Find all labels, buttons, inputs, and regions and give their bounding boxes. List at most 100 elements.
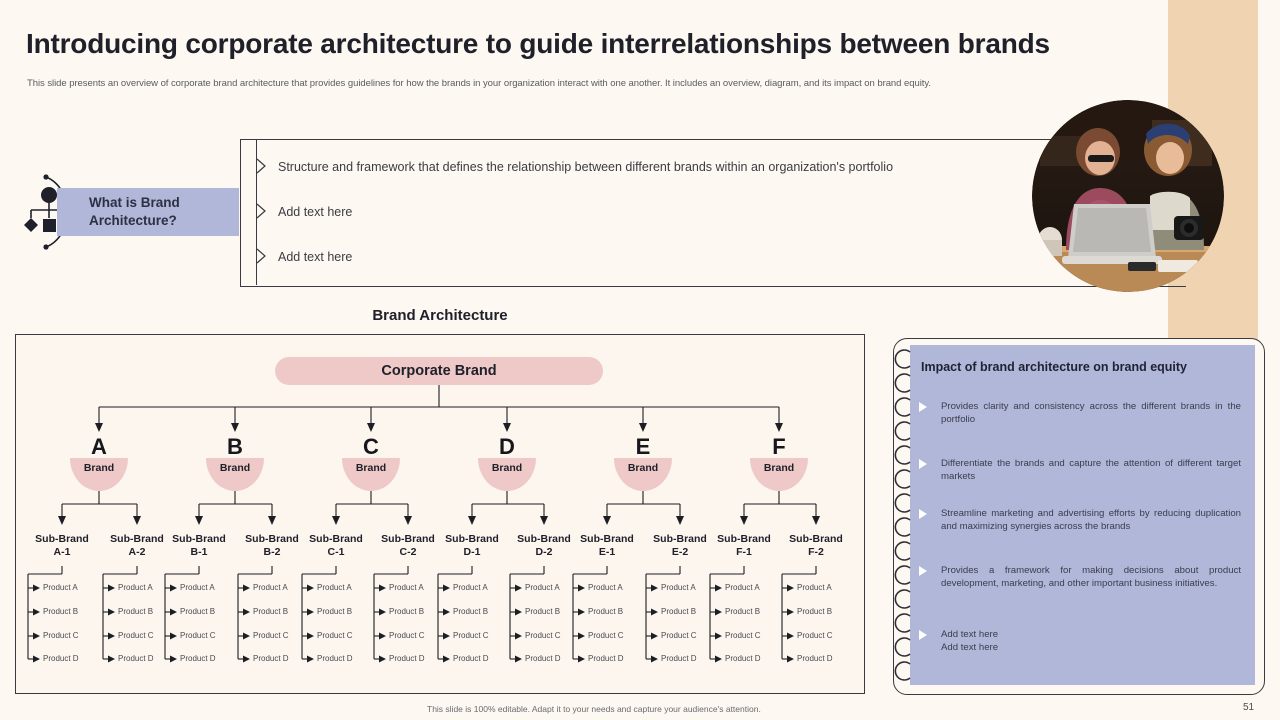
product-item: Product B xyxy=(389,607,425,616)
product-item: Product C xyxy=(118,631,154,640)
what-is-brand-architecture-label: What is Brand Architecture? xyxy=(57,188,239,236)
brand-letter-e: E xyxy=(635,434,651,459)
sub-brand-line-2: B-1 xyxy=(190,546,208,559)
overview-bullet-1: Add text here xyxy=(278,205,353,219)
product-item: Product C xyxy=(389,631,425,640)
page-title: Introducing corporate architecture to gu… xyxy=(26,28,1050,59)
sub-brand-line-2: C-1 xyxy=(327,546,345,559)
product-item: Product C xyxy=(588,631,624,640)
product-item: Product B xyxy=(118,607,154,616)
product-item: Product B xyxy=(797,607,833,616)
product-item: Product D xyxy=(180,654,216,663)
product-item: Product A xyxy=(317,583,352,592)
brand-letter-a: A xyxy=(91,434,107,459)
chevron-right-icon xyxy=(256,203,268,219)
sub-brand-line-2: A-1 xyxy=(53,546,71,559)
product-item: Product A xyxy=(180,583,215,592)
impact-item-1: Differentiate the brands and capture the… xyxy=(941,458,1241,483)
sub-brand-line-2: E-1 xyxy=(598,546,616,559)
sub-brand-line-1: Sub-Brand xyxy=(110,533,164,545)
product-item: Product D xyxy=(588,654,624,663)
brand-caption: Brand xyxy=(219,462,251,474)
brand-caption: Brand xyxy=(83,462,115,474)
page-number: 51 xyxy=(1243,702,1255,713)
product-item: Product A xyxy=(661,583,696,592)
product-item: Product C xyxy=(43,631,79,640)
product-item: Product C xyxy=(180,631,216,640)
product-item: Product C xyxy=(253,631,289,640)
footer-note: This slide is 100% editable. Adapt it to… xyxy=(427,704,761,714)
product-item: Product D xyxy=(253,654,289,663)
triangle-right-icon xyxy=(919,630,927,640)
diagram-heading: Brand Architecture xyxy=(372,307,508,324)
impact-card-body xyxy=(910,345,1255,685)
page-subtitle: This slide presents an overview of corpo… xyxy=(27,78,931,89)
spiral-binding-icon xyxy=(894,349,911,681)
product-item: Product B xyxy=(453,607,489,616)
impact-item-3: Provides a framework for making decision… xyxy=(941,565,1241,590)
product-item: Product B xyxy=(588,607,624,616)
product-item: Product D xyxy=(797,654,833,663)
overview-bullets-box xyxy=(240,139,1186,287)
product-item: Product B xyxy=(725,607,761,616)
product-item: Product B xyxy=(661,607,697,616)
product-item: Product D xyxy=(43,654,79,663)
product-item: Product A xyxy=(43,583,78,592)
product-item: Product C xyxy=(661,631,697,640)
product-item: Product D xyxy=(317,654,353,663)
sub-brand-line-2: F-2 xyxy=(808,546,824,559)
product-item: Product B xyxy=(253,607,289,616)
brand-caption: Brand xyxy=(627,462,659,474)
product-item: Product C xyxy=(797,631,833,640)
product-item: Product A xyxy=(453,583,488,592)
brand-letter-d: D xyxy=(499,434,515,459)
product-item: Product D xyxy=(725,654,761,663)
label-line-2: Architecture? xyxy=(89,213,177,228)
impact-heading: Impact of brand architecture on brand eq… xyxy=(921,360,1188,374)
brand-caption: Brand xyxy=(491,462,523,474)
sub-brand-line-1: Sub-Brand xyxy=(309,533,363,545)
triangle-right-icon xyxy=(919,566,927,576)
diagram-panel xyxy=(15,334,865,694)
sub-brand-line-1: Sub-Brand xyxy=(172,533,226,545)
product-item: Product C xyxy=(317,631,353,640)
sub-brand-line-1: Sub-Brand xyxy=(381,533,435,545)
overview-box-inner-rule xyxy=(256,139,257,285)
product-item: Product D xyxy=(389,654,425,663)
impact-item-4: Add text here Add text here xyxy=(941,629,999,654)
product-item: Product D xyxy=(525,654,561,663)
what-is-brand-architecture-text: What is Brand Architecture? xyxy=(57,194,180,230)
product-item: Product D xyxy=(661,654,697,663)
product-item: Product C xyxy=(525,631,561,640)
triangle-right-icon xyxy=(919,459,927,469)
impact-item-2: Streamline marketing and advertising eff… xyxy=(941,508,1241,533)
sub-brand-line-1: Sub-Brand xyxy=(245,533,299,545)
brand-caption: Brand xyxy=(355,462,387,474)
team-photo xyxy=(1032,100,1224,292)
sub-brand-line-2: A-2 xyxy=(128,546,146,559)
product-item: Product A xyxy=(118,583,153,592)
product-item: Product D xyxy=(453,654,489,663)
triangle-right-icon xyxy=(919,402,927,412)
overview-bullet-2: Add text here xyxy=(278,250,353,264)
sub-brand-line-2: D-1 xyxy=(463,546,481,559)
corporate-brand-node: Corporate Brand xyxy=(275,357,603,385)
sub-brand-line-2: C-2 xyxy=(399,546,417,559)
sub-brand-line-1: Sub-Brand xyxy=(35,533,89,545)
brand-letter-f: F xyxy=(772,434,786,459)
product-item: Product C xyxy=(453,631,489,640)
sub-brand-line-2: E-2 xyxy=(671,546,689,559)
sub-brand-line-2: F-1 xyxy=(736,546,752,559)
product-item: Product A xyxy=(588,583,623,592)
chevron-right-icon xyxy=(256,248,268,264)
sub-brand-line-1: Sub-Brand xyxy=(517,533,571,545)
